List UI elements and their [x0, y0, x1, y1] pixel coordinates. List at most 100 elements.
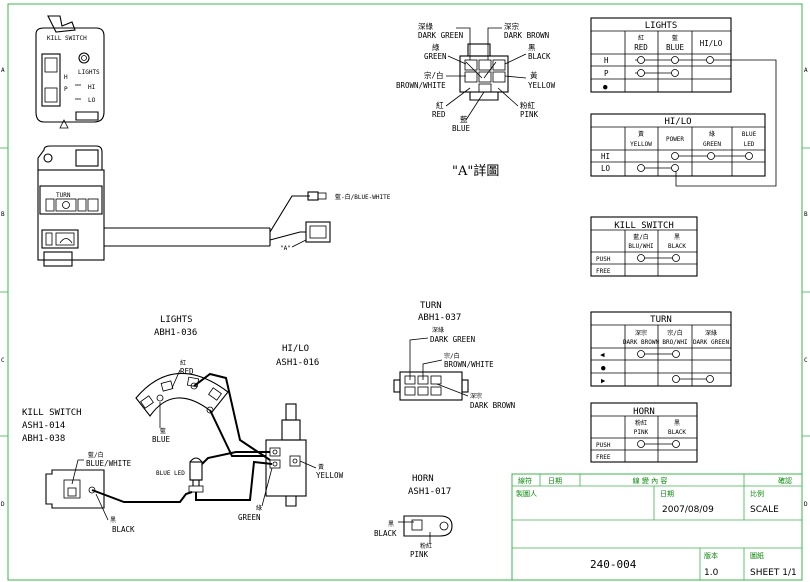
lights-col-blue-cn: 藍	[672, 34, 678, 42]
lights-red: RED	[180, 367, 194, 376]
blue-led-label: BLUE LED	[156, 470, 185, 477]
lights-row-h: H	[604, 56, 609, 65]
kill-col-black: BLACK	[668, 243, 686, 250]
conn-green-cn: 綠	[432, 42, 440, 52]
turn-housing-label: TURN	[56, 192, 71, 199]
lights-blue-cn: 藍	[160, 427, 166, 435]
lights-col-hilo: HI/LO	[700, 39, 723, 48]
conn-red-cn: 紅	[436, 100, 444, 110]
hilo-green: GREEN	[238, 513, 261, 522]
turn-col-darkbrown: DARK BROWN	[623, 339, 660, 346]
kill-switch-housing-label: KILL SWITCH	[47, 35, 87, 42]
horn-col-black: BLACK	[668, 429, 686, 436]
horn-col-pink: PINK	[634, 429, 649, 436]
tb-header-content: 線 變 內 容	[633, 476, 668, 485]
lights-row-off: ●	[603, 82, 608, 91]
schematic-horn-switch: HORN ASH1-017 黑 BLACK 粉紅 PINK	[374, 474, 453, 559]
frame-marker-left-a: A	[1, 67, 5, 74]
turn-col-browhi: BRO/WHI	[662, 339, 688, 346]
table-kill-switch: KILL SWITCH 藍/白 BLU/WHI 黑 BLACK PUSH FRE…	[590, 216, 698, 277]
h-mark: H	[64, 74, 68, 81]
conn-brown-white-cn: 宗/白	[424, 70, 444, 80]
turn-schematic-title: TURN	[420, 301, 442, 311]
blue-white-wire-label: 藍-白/BLUE-WHITE	[335, 193, 391, 201]
turn-dark-green-cn: 深綠	[432, 326, 444, 334]
turn-col-darkgreen-cn: 深綠	[705, 329, 717, 337]
conn-green: GREEN	[424, 52, 447, 61]
turn-dark-green: DARK GREEN	[430, 335, 475, 344]
frame-marker-right-b: B	[804, 211, 808, 218]
kill-col-bluwhi: BLU/WHI	[628, 243, 654, 250]
horn-schematic-code: ASH1-017	[408, 487, 451, 497]
conn-yellow-cn: 黃	[530, 70, 538, 80]
tb-header-date: 日期	[548, 477, 562, 485]
hilo-row-lo: LO	[601, 164, 611, 173]
hilo-col-led: LED	[744, 141, 755, 148]
lights-blue: BLUE	[152, 435, 171, 444]
tb-header-confirm: 確認	[778, 476, 792, 485]
switch-housing-top-view: KILL SWITCH H P LIGHTS HI LO	[35, 15, 105, 129]
title-block: 線符 日期 線 變 內 容 確認 製圖人 日期 2007/08/09 比例 SC…	[511, 473, 803, 581]
tb-version-label: 版本	[704, 551, 718, 560]
lights-side-label: LIGHTS	[78, 69, 100, 76]
schematic-kill-switch: KILL SWITCH ASH1-014 ABH1-038 藍/白 BLUE/W…	[22, 408, 193, 534]
table-lights: LIGHTS 紅 RED 藍 BLUE HI/LO H P ●	[590, 17, 777, 187]
conn-black-cn: 黑	[528, 43, 536, 52]
turn-col-darkbrown-cn: 深宗	[635, 329, 647, 337]
tb-date-value: 2007/08/09	[662, 505, 714, 515]
lights-schematic-code: ABH1-036	[154, 328, 197, 338]
frame-marker-right-c: C	[804, 357, 808, 364]
kill-table-title: KILL SWITCH	[614, 221, 674, 231]
conn-pink-cn: 粉紅	[520, 100, 535, 110]
detail-a-title: "A"詳圖	[452, 163, 499, 179]
turn-dark-brown: DARK BROWN	[470, 401, 515, 410]
hilo-table-title: HI/LO	[664, 117, 691, 127]
schematic-turn-switch: TURN ABH1-037 深綠 DARK GREEN 宗/白 BROWN/WH…	[393, 301, 515, 410]
tb-date-label: 日期	[660, 490, 674, 498]
tb-maker-label: 製圖人	[516, 489, 537, 498]
turn-col-darkgreen: DARK GREEN	[693, 339, 730, 346]
conn-dark-brown-cn: 深宗	[504, 21, 519, 31]
horn-row-free: FREE	[596, 454, 611, 461]
frame-marker-left-b: B	[1, 211, 5, 218]
hilo-yellow: YELLOW	[316, 471, 344, 480]
kill-col-bluwhi-cn: 藍/白	[633, 233, 649, 241]
schematic-lights-switch: LIGHTS ABH1-036 紅 RED 藍 BLUE	[135, 315, 271, 461]
schematic-hilo-switch: HI/LO ASH1-016 黃 YELLOW 綠 GREEN BLUE LED	[156, 344, 344, 522]
kill-row-free: FREE	[596, 268, 611, 275]
lo-mark: LO	[88, 97, 96, 104]
hilo-col-power: POWER	[666, 136, 684, 143]
tb-sheet-value: SHEET 1/1	[750, 568, 797, 578]
lights-row-p: P	[604, 69, 609, 78]
conn-brown-white: BROWN/WHITE	[396, 81, 446, 90]
hilo-col-yellow: YELLOW	[630, 141, 652, 148]
frame-marker-left-d: D	[1, 501, 5, 508]
lights-red-cn: 紅	[180, 359, 186, 367]
conn-dark-green-cn: 深綠	[418, 21, 433, 31]
conn-yellow: YELLOW	[528, 81, 556, 90]
horn-col-pink-cn: 粉紅	[635, 419, 647, 427]
hilo-schematic-code: ASH1-016	[276, 358, 319, 368]
kill-schematic-code-1: ASH1-014	[22, 421, 65, 431]
conn-blue: BLUE	[452, 124, 471, 133]
hilo-yellow-cn: 黃	[318, 463, 324, 471]
hi-mark: HI	[88, 84, 96, 91]
horn-pink: PINK	[410, 550, 429, 559]
lights-col-blue: BLUE	[666, 43, 685, 52]
sheet-frame: A B C D A B C D	[0, 3, 810, 581]
hilo-col-yellow-cn: 黃	[638, 130, 644, 138]
conn-dark-green: DARK GREEN	[418, 31, 463, 40]
tb-drawing-number: 240-004	[590, 558, 637, 571]
turn-row-off: ●	[601, 363, 606, 372]
conn-blue-cn: 藍	[460, 114, 468, 124]
frame-marker-right-a: A	[804, 67, 808, 74]
hilo-col-green: GREEN	[703, 141, 721, 148]
lights-table-title: LIGHTS	[645, 21, 678, 31]
horn-col-black-cn: 黑	[674, 420, 680, 427]
conn-pink: PINK	[520, 110, 539, 119]
tb-version-value: 1.0	[704, 568, 719, 578]
kill-schematic-code-2: ABH1-038	[22, 434, 65, 444]
kill-row-push: PUSH	[596, 256, 611, 263]
hilo-col-green-cn: 綠	[709, 130, 715, 138]
